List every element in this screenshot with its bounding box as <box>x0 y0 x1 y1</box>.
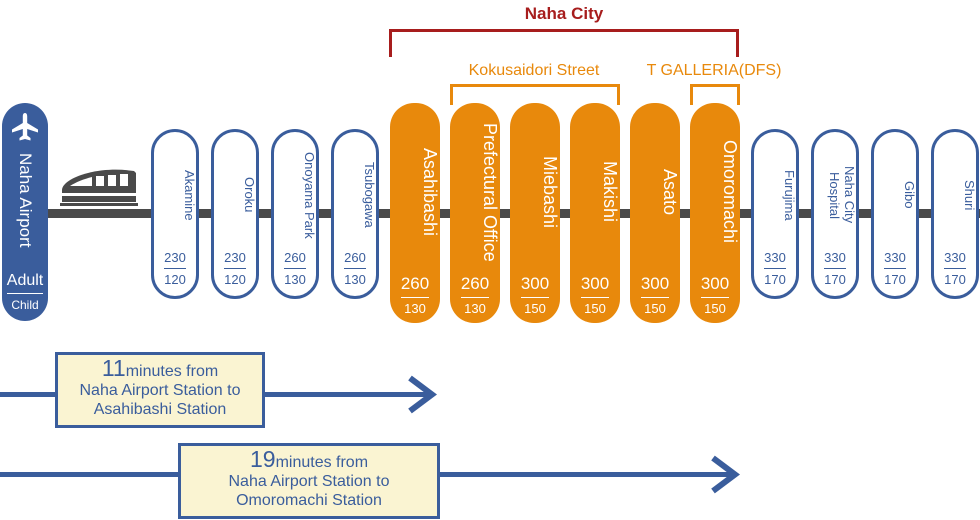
adult-fare: 230 <box>164 250 186 265</box>
station-name: Prefectural Office <box>480 122 500 262</box>
child-fare: 170 <box>824 272 846 287</box>
adult-fare: 260 <box>284 250 306 265</box>
t-galleria-bracket <box>690 84 740 105</box>
station-gibo: Gibo 330 170 <box>871 129 919 299</box>
adult-fare: 330 <box>884 250 906 265</box>
station-name: Miebashi <box>540 155 560 229</box>
fare-divider <box>401 297 429 298</box>
travel-time-destination: Asahibashi Station <box>93 401 227 418</box>
child-fare: 130 <box>404 301 426 316</box>
station-name: Asahibashi <box>420 147 440 237</box>
child-fare: 150 <box>704 301 726 316</box>
station-tsubogawa: Tsubogawa 260 130 <box>331 129 379 299</box>
child-fare: 130 <box>344 272 366 287</box>
child-fare: 150 <box>524 301 546 316</box>
adult-fare: 230 <box>224 250 246 265</box>
adult-fare: 300 <box>580 274 610 293</box>
station-name: Shuri <box>962 179 977 211</box>
travel-time-destination: Omoromachi Station <box>236 492 382 509</box>
train-icon <box>60 169 138 206</box>
fare-divider <box>824 268 846 269</box>
station-name: Naha City Hospital <box>827 166 857 224</box>
adult-fare: 300 <box>700 274 730 293</box>
t-galleria-label: T GALLERIA(DFS) <box>646 62 782 79</box>
child-fare: 120 <box>164 272 186 287</box>
child-fare: 130 <box>284 272 306 287</box>
station-name: Furujima <box>782 169 797 221</box>
travel-time-route: Naha Airport Station to <box>228 473 390 490</box>
station-onoyama-park: Onoyama Park 260 130 <box>271 129 319 299</box>
child-fare-label: Child <box>11 298 39 312</box>
fare-divider <box>461 297 489 298</box>
travel-time-unit: minutes from <box>125 363 219 380</box>
station-oroku: Oroku 230 120 <box>211 129 259 299</box>
naha-city-bracket <box>389 29 739 57</box>
adult-fare: 300 <box>520 274 550 293</box>
station-naha-city-hospital: Naha City Hospital 330 170 <box>811 129 859 299</box>
fare-divider <box>7 293 43 294</box>
travel-time-minutes: 11 <box>101 355 126 381</box>
station-name: Omoromachi <box>720 140 740 244</box>
child-fare: 150 <box>584 301 606 316</box>
adult-fare: 260 <box>344 250 366 265</box>
naha-city-label: Naha City <box>524 4 604 23</box>
station-name: Akamine <box>182 169 197 221</box>
travel-time-box-omoromachi: 19minutes from Naha Airport Station to O… <box>178 443 440 519</box>
travel-time-unit: minutes from <box>275 454 369 471</box>
fare-divider <box>521 297 549 298</box>
fare-divider <box>164 268 186 269</box>
adult-fare: 330 <box>764 250 786 265</box>
station-akamine: Akamine 230 120 <box>151 129 199 299</box>
station-miebashi: Miebashi 300 150 <box>510 103 560 323</box>
fare-divider <box>344 268 366 269</box>
fare-divider <box>224 268 246 269</box>
station-prefectural-office: Prefectural Office 260 130 <box>450 103 500 323</box>
child-fare: 150 <box>644 301 666 316</box>
adult-fare: 300 <box>640 274 670 293</box>
adult-fare: 260 <box>400 274 430 293</box>
adult-fare: 330 <box>944 250 966 265</box>
child-fare: 170 <box>884 272 906 287</box>
kokusaidori-street-bracket <box>450 84 620 105</box>
fare-divider <box>284 268 306 269</box>
station-omoromachi: Omoromachi 300 150 <box>690 103 740 323</box>
child-fare: 130 <box>464 301 486 316</box>
station-asahibashi: Asahibashi 260 130 <box>390 103 440 323</box>
fare-divider <box>764 268 786 269</box>
origin-station-naha-airport <box>2 103 48 321</box>
adult-fare: 330 <box>824 250 846 265</box>
station-name: Tsubogawa <box>362 162 377 228</box>
station-name: Onoyama Park <box>302 151 317 239</box>
travel-time-box-asahibashi: 11minutes from Naha Airport Station to A… <box>55 352 265 428</box>
origin-station-name: Naha Airport <box>16 152 35 248</box>
station-name: Oroku <box>242 177 257 213</box>
airplane-icon <box>12 113 38 141</box>
station-name: Makishi <box>600 161 620 223</box>
child-fare: 170 <box>944 272 966 287</box>
fare-divider <box>701 297 729 298</box>
adult-fare-label: Adult <box>6 272 44 289</box>
station-shuri: Shuri 330 170 <box>931 129 979 299</box>
station-name: Asato <box>660 168 680 216</box>
station-furujima: Furujima 330 170 <box>751 129 799 299</box>
station-makishi: Makishi 300 150 <box>570 103 620 323</box>
fare-divider <box>944 268 966 269</box>
fare-divider <box>581 297 609 298</box>
station-name: Gibo <box>902 181 917 209</box>
child-fare: 170 <box>764 272 786 287</box>
travel-time-minutes: 19 <box>249 446 276 472</box>
fare-divider <box>884 268 906 269</box>
travel-time-route: Naha Airport Station to <box>79 382 241 399</box>
fare-divider <box>641 297 669 298</box>
adult-fare: 260 <box>460 274 490 293</box>
child-fare: 120 <box>224 272 246 287</box>
kokusaidori-street-label: Kokusaidori Street <box>468 62 600 79</box>
station-asato: Asato 300 150 <box>630 103 680 323</box>
